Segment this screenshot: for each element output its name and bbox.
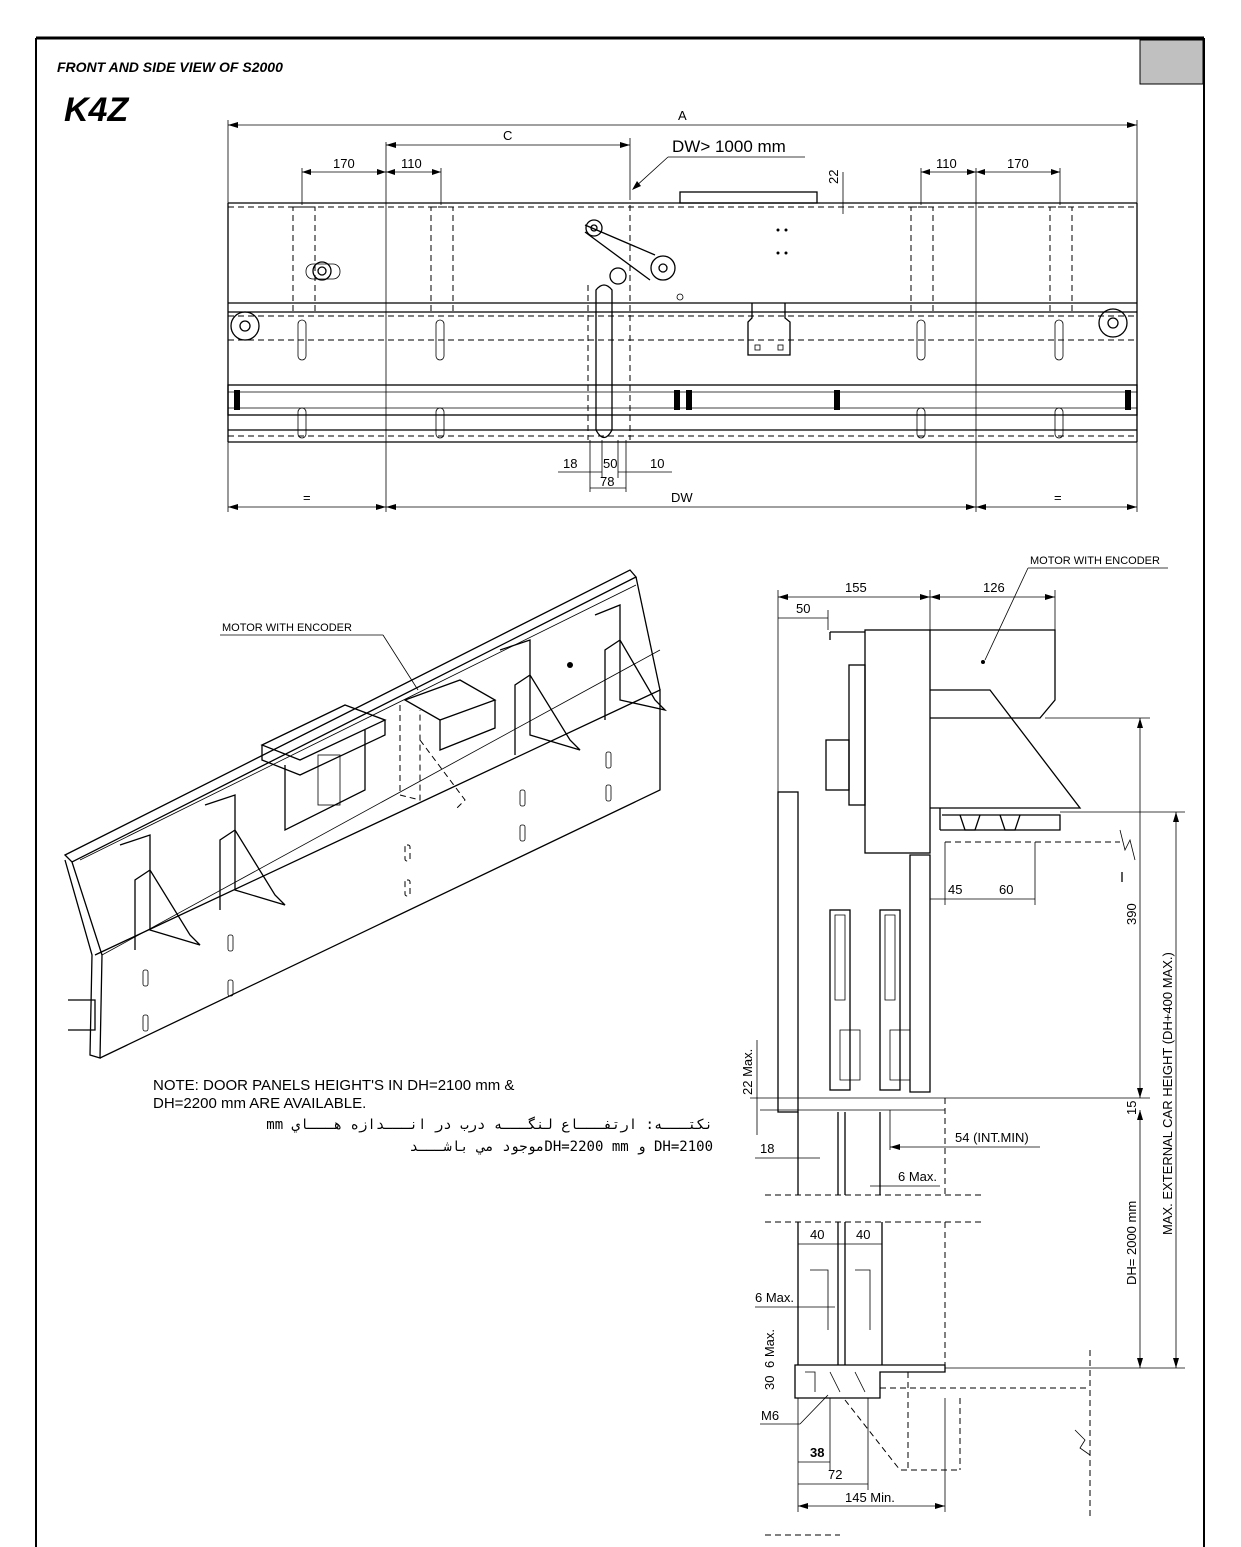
- note-line-2: DH=2200 mm ARE AVAILABLE.: [153, 1095, 367, 1112]
- side-view: 155 126 MOTOR WITH ENCODER 50 45 60: [740, 555, 1185, 1536]
- dim-78: 78: [600, 474, 614, 489]
- side-m6: M6: [761, 1408, 779, 1423]
- side-dim-155: 155: [845, 580, 867, 595]
- front-view: A C DW> 1000 mm 170 110 110 170 22: [227, 108, 1138, 512]
- dim-eq-left: =: [303, 490, 311, 505]
- side-dim-30: 30: [762, 1376, 777, 1390]
- side-dim-38: 38: [810, 1445, 824, 1460]
- side-dim-45: 45: [948, 882, 962, 897]
- side-car-height: MAX. EXTERNAL CAR HEIGHT (DH+400 MAX.): [1160, 952, 1175, 1235]
- dim-50: 50: [603, 456, 617, 471]
- side-6-max-a: 6 Max.: [898, 1169, 937, 1184]
- side-dim-40b: 40: [856, 1227, 870, 1242]
- side-motor-label: MOTOR WITH ENCODER: [1030, 555, 1160, 567]
- drawing-subtitle: FRONT AND SIDE VIEW OF S2000: [57, 59, 283, 75]
- note-line-1: NOTE: DOOR PANELS HEIGHT'S IN DH=2100 mm…: [153, 1077, 515, 1094]
- side-6-max-b: 6 Max.: [755, 1290, 794, 1305]
- dim-eq-right: =: [1054, 490, 1062, 505]
- note-block: NOTE: DOOR PANELS HEIGHT'S IN DH=2100 mm…: [153, 1077, 713, 1157]
- side-dim-72: 72: [828, 1467, 842, 1482]
- dim-left-110: 110: [401, 156, 422, 171]
- dim-left-170: 170: [333, 156, 355, 171]
- side-dim-60: 60: [999, 882, 1013, 897]
- title-block-tab: [1139, 39, 1204, 85]
- side-dim-390: 390: [1124, 903, 1139, 925]
- side-22-max: 22 Max.: [740, 1049, 755, 1095]
- dim-dw: DW: [671, 490, 693, 505]
- dim-right-110: 110: [936, 156, 957, 171]
- side-dim-18: 18: [760, 1141, 774, 1156]
- dim-c-label: C: [503, 128, 512, 143]
- iso-motor-label: MOTOR WITH ENCODER: [222, 622, 352, 634]
- dim-10: 10: [650, 456, 664, 471]
- isometric-view: MOTOR WITH ENCODER: [63, 569, 668, 1059]
- side-54-int-min: 54 (INT.MIN): [955, 1130, 1029, 1145]
- side-dim-40a: 40: [810, 1227, 824, 1242]
- dw-note: DW> 1000 mm: [672, 137, 786, 156]
- side-dim-126: 126: [983, 580, 1005, 595]
- dim-a-label: A: [678, 108, 687, 123]
- dim-right-170: 170: [1007, 156, 1029, 171]
- side-dim-145-min: 145 Min.: [845, 1490, 895, 1505]
- dim-18: 18: [563, 456, 577, 471]
- dim-top-22: 22: [826, 170, 841, 184]
- note-arabic-2: 2100=DH و DH=2200 mmموجود مي باشـــد: [409, 1139, 713, 1155]
- drawing-frame: [35, 36, 1205, 1547]
- side-dim-15: 15: [1124, 1101, 1139, 1115]
- side-dim-50: 50: [796, 601, 810, 616]
- side-dh: DH= 2000 mm: [1124, 1201, 1139, 1285]
- model-title: K4Z: [64, 91, 129, 129]
- side-6-max-c: 6 Max.: [762, 1329, 777, 1368]
- note-arabic-1: نكتـــه: ارتفـــاع لنگـــه درب در انـــد…: [266, 1117, 713, 1133]
